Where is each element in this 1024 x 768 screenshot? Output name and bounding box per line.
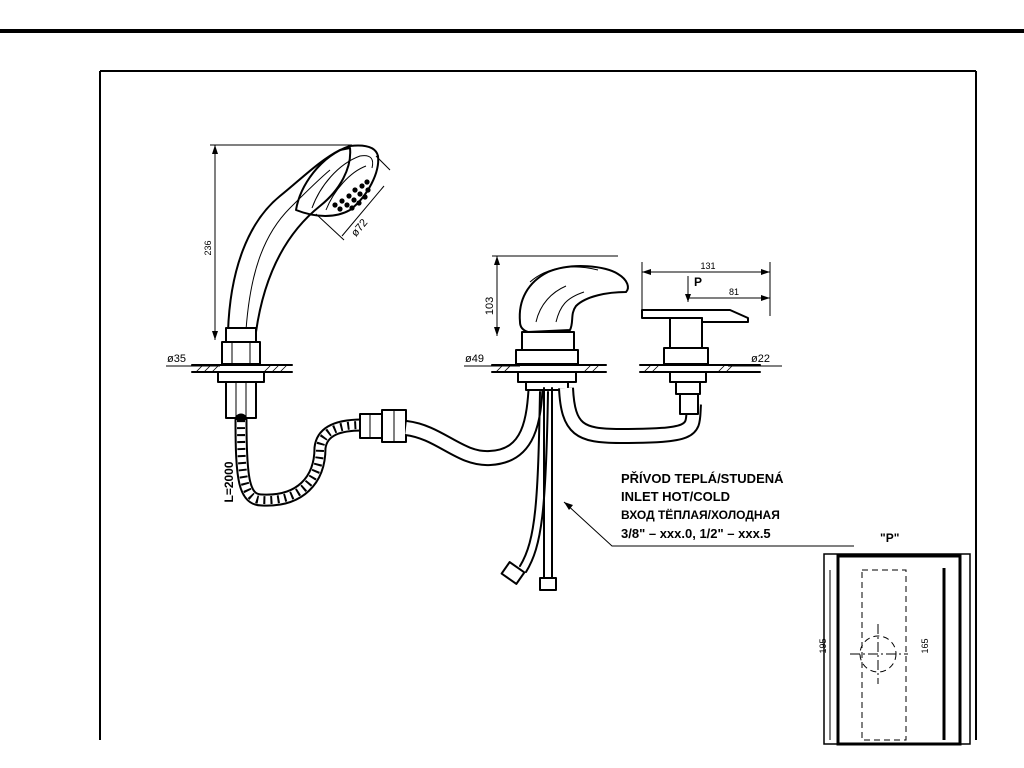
diverter <box>639 309 761 415</box>
inlet-note-ru: ВХОД ТЁПЛАЯ/ХОЛОДНАЯ <box>621 507 780 522</box>
inlet-note-sizes: 3/8" – xxx.0, 1/2" – xxx.5 <box>621 526 771 541</box>
diverter-base-diameter-dimension: ø22 <box>751 353 770 365</box>
shower-base-diameter-dimension: ø35 <box>167 353 186 365</box>
detail-marker-label: "P" <box>880 531 899 545</box>
mixer-base-diameter-dimension: ø49 <box>465 353 484 365</box>
pressure-marker-label: P <box>694 275 702 289</box>
detail-inner-height-dimension: 165 <box>920 638 930 653</box>
inlet-note-en: INLET HOT/COLD <box>621 489 730 504</box>
mixer-tap <box>491 265 702 591</box>
mixer-dimensions: 103 ø49 <box>464 255 618 367</box>
detail-outer-height-dimension: 195 <box>818 638 828 653</box>
diverter-dimensions: 131 81 P ø22 <box>641 261 782 367</box>
diverter-lever-length-dimension: 81 <box>729 287 739 297</box>
mixer-height-dimension: 103 <box>484 297 496 315</box>
detail-p-view: "P" 195 165 <box>818 531 971 746</box>
flexible-hose: L=2000 <box>222 381 544 507</box>
inlet-note: PŘÍVOD TEPLÁ/STUDENÁ INLET HOT/COLD ВХОД… <box>563 471 854 547</box>
diverter-total-length-dimension: 131 <box>700 261 715 271</box>
hand-shower-height-dimension: 236 <box>203 240 213 255</box>
hand-shower <box>191 144 380 419</box>
hose-length-dimension: L=2000 <box>222 461 236 502</box>
inlet-note-cz: PŘÍVOD TEPLÁ/STUDENÁ <box>621 471 784 486</box>
